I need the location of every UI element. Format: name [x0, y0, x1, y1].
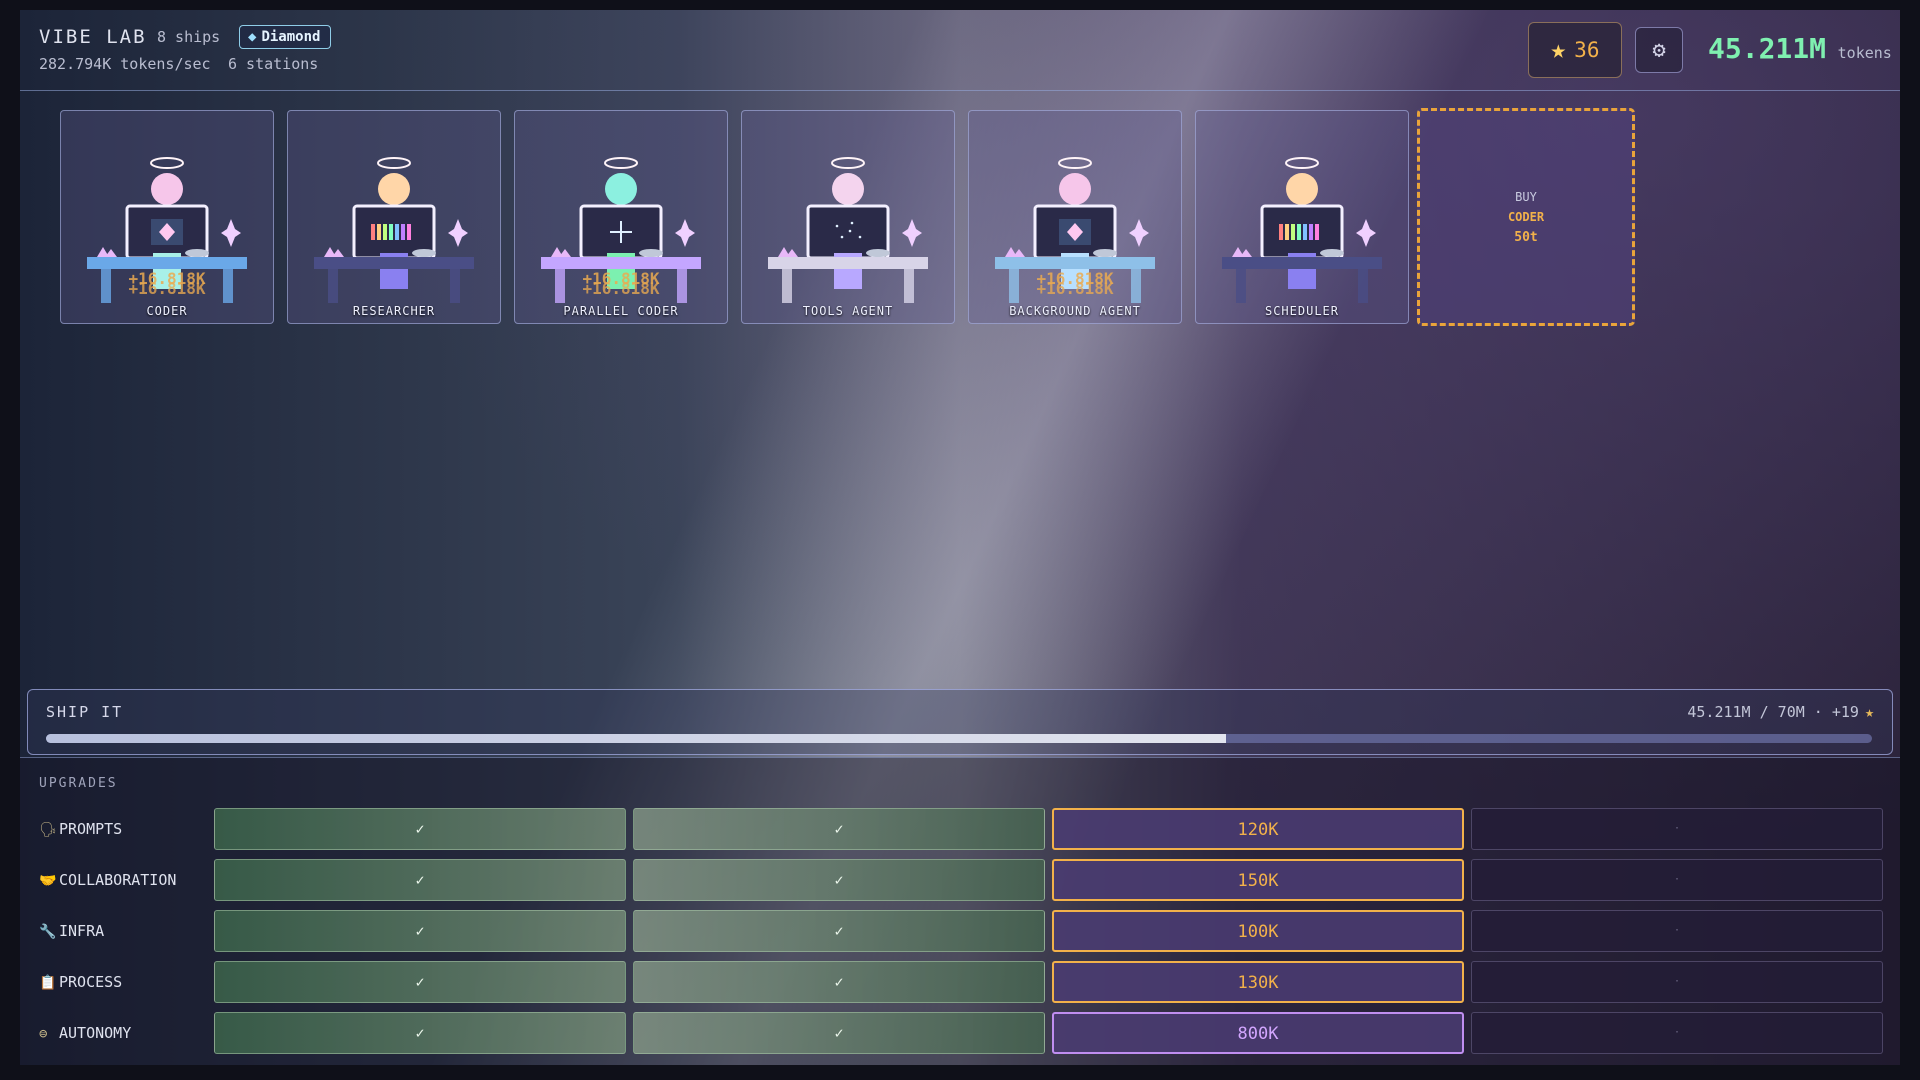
tokens-display: 45.211M tokens — [1708, 32, 1892, 65]
game-window: VIBE LAB 8 ships ◆Diamond 282.794K token… — [20, 10, 1900, 1065]
upgrade-buy-button[interactable]: 800K — [1052, 1012, 1464, 1054]
upgrade-icon: 🔧 — [39, 924, 57, 940]
ship-it-panel[interactable]: SHIP IT 45.211M / 70M · +19 ★ — [27, 689, 1893, 755]
settings-button[interactable]: ⚙ — [1635, 27, 1683, 73]
upgrade-label: COLLABORATION — [59, 871, 177, 889]
upgrade-tier-locked: · — [1471, 910, 1883, 952]
upgrade-buy-button[interactable]: 120K — [1052, 808, 1464, 850]
upgrade-row: 🤝COLLABORATION✓✓150K· — [20, 859, 1900, 901]
tier-badge: ◆Diamond — [239, 25, 332, 49]
upgrade-tier-purchased: ✓ — [633, 910, 1045, 952]
token-rate: 282.794K tokens/sec — [39, 55, 211, 73]
upgrade-row: 🗣PROMPTS✓✓120K· — [20, 808, 1900, 850]
worker-sprite — [314, 157, 474, 303]
income-popup: +16.818K — [1036, 269, 1114, 288]
upgrade-name: 🗣PROMPTS — [39, 808, 122, 850]
station-label: PARALLEL CODER — [563, 304, 679, 318]
upgrade-tier-locked: · — [1471, 1012, 1883, 1054]
upgrade-tier-purchased: ✓ — [214, 1012, 626, 1054]
upgrade-tier-locked: · — [1471, 961, 1883, 1003]
upgrade-name: 🔧INFRA — [39, 910, 104, 952]
ship-progress-text: 45.211M / 70M · +19 ★ — [1687, 703, 1874, 721]
stars-button[interactable]: ★ 36 — [1528, 22, 1622, 78]
tokens-unit: tokens — [1837, 44, 1892, 62]
station-card[interactable]: RESEARCHER — [287, 110, 501, 324]
worker-sprite — [87, 157, 247, 303]
buy-label: BUY — [1515, 189, 1537, 204]
station-card[interactable]: +16.818K +16.818K PARALLEL CODER — [514, 110, 728, 324]
upgrade-row: 🔧INFRA✓✓100K· — [20, 910, 1900, 952]
diamond-icon: ◆ — [248, 29, 257, 45]
upgrade-tier-purchased: ✓ — [633, 1012, 1045, 1054]
upgrade-name: ⊜ AUTONOMY — [39, 1012, 131, 1054]
stations-count: 6 stations — [228, 55, 319, 73]
star-icon: ★ — [1550, 35, 1567, 65]
upgrade-tier-locked: · — [1471, 859, 1883, 901]
ship-progress-bar — [46, 734, 1872, 743]
upgrade-name: 📋PROCESS — [39, 961, 122, 1003]
upgrade-buy-button[interactable]: 130K — [1052, 961, 1464, 1003]
station-card[interactable]: TOOLS AGENT — [741, 110, 955, 324]
tier-label: Diamond — [261, 29, 321, 45]
station-label: BACKGROUND AGENT — [1009, 304, 1141, 318]
upgrade-buy-button[interactable]: 100K — [1052, 910, 1464, 952]
upgrade-tier-purchased: ✓ — [214, 808, 626, 850]
upgrade-icon: 🗣 — [39, 822, 57, 838]
tokens-value: 45.211M — [1708, 32, 1827, 65]
station-label: CODER — [146, 304, 188, 318]
station-label: TOOLS AGENT — [802, 304, 894, 318]
income-popup: +16.818K — [1036, 279, 1114, 298]
upgrade-tier-purchased: ✓ — [633, 961, 1045, 1003]
upgrade-row: ⊜AUTONOMY✓✓800K· — [20, 1012, 1900, 1054]
upgrade-label: INFRA — [59, 922, 105, 940]
buy-station-button[interactable]: BUY CODER 50t — [1417, 108, 1635, 326]
gear-icon: ⚙ — [1652, 37, 1666, 63]
buy-price: 50t — [1514, 229, 1538, 245]
ship-it-label: SHIP IT — [46, 703, 124, 721]
income-popup: +16.818K — [582, 279, 660, 298]
upgrade-icon: ⊜ — [39, 1026, 48, 1042]
worker-sprite — [1222, 157, 1382, 303]
upgrade-tier-purchased: ✓ — [214, 961, 626, 1003]
worker-sprite — [995, 157, 1155, 303]
stars-count: 36 — [1574, 38, 1600, 62]
upgrade-icon: 📋 — [39, 975, 57, 991]
station-card[interactable]: SCHEDULER — [1195, 110, 1409, 324]
worker-sprite — [541, 157, 701, 303]
upgrade-tier-purchased: ✓ — [214, 859, 626, 901]
worker-sprite — [768, 157, 928, 303]
station-card[interactable]: +16.818K +16.818K BACKGROUND AGENT — [968, 110, 1182, 324]
upgrade-name: 🤝COLLABORATION — [39, 859, 176, 901]
upgrades-title: UPGRADES — [39, 776, 118, 791]
upgrade-label: AUTONOMY — [59, 1024, 132, 1042]
income-popup: +16.818K — [128, 279, 206, 298]
station-label: SCHEDULER — [1264, 304, 1340, 318]
station-label: RESEARCHER — [352, 304, 436, 318]
upgrade-label: PROMPTS — [59, 820, 123, 838]
buy-station-name: CODER — [1507, 209, 1545, 224]
income-popup: +16.818K — [582, 269, 660, 288]
station-card[interactable]: +16.818K +16.818K CODER — [60, 110, 274, 324]
upgrade-label: PROCESS — [59, 973, 123, 991]
upgrade-tier-purchased: ✓ — [633, 808, 1045, 850]
upgrade-tier-purchased: ✓ — [214, 910, 626, 952]
upgrade-tier-purchased: ✓ — [633, 859, 1045, 901]
upgrade-row: 📋PROCESS✓✓130K· — [20, 961, 1900, 1003]
upgrade-tier-locked: · — [1471, 808, 1883, 850]
top-bar: VIBE LAB 8 ships ◆Diamond 282.794K token… — [20, 10, 1900, 91]
income-popup: +16.818K — [128, 269, 206, 288]
upgrades-panel: UPGRADES 🗣PROMPTS✓✓120K·🤝COLLABORATION✓✓… — [20, 757, 1900, 1065]
game-title: VIBE LAB — [39, 26, 147, 48]
ships-count: 8 ships — [157, 28, 221, 46]
upgrade-icon: 🤝 — [39, 873, 57, 889]
ship-progress-value: 45.211M / 70M · +19 — [1687, 703, 1859, 721]
ship-progress-fill — [46, 734, 1226, 743]
star-icon: ★ — [1864, 703, 1874, 721]
upgrade-buy-button[interactable]: 150K — [1052, 859, 1464, 901]
